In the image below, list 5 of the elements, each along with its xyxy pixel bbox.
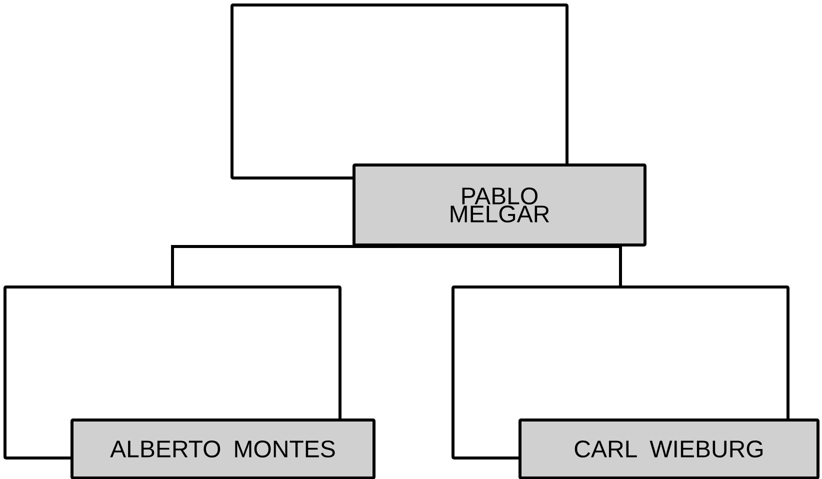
name-label: PABLO MELGAR <box>352 164 646 246</box>
name-label: CARL WIEBURG <box>518 418 820 479</box>
connector-line <box>398 245 622 286</box>
connector-line <box>171 245 399 286</box>
name-label: ALBERTO MONTES <box>70 418 376 479</box>
